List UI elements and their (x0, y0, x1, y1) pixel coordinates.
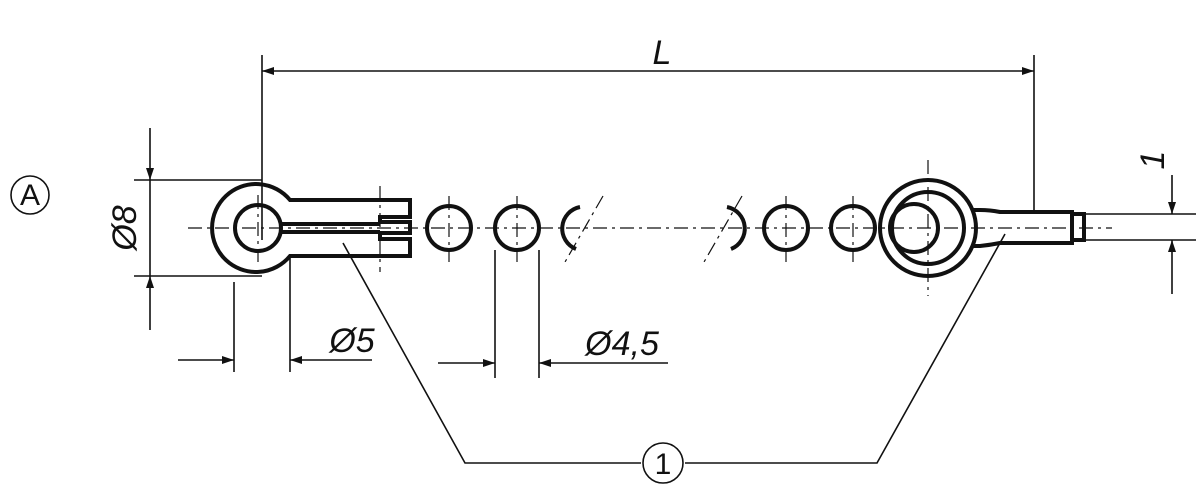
dimension-l-label: L (653, 34, 672, 72)
callout-1-label: 1 (655, 448, 672, 481)
view-label-text: A (20, 179, 40, 212)
right-eyelet (878, 160, 1086, 296)
left-eyelet (210, 182, 412, 274)
view-label-a: A (10, 175, 50, 215)
dimension-eye-diameter: Ø8 (106, 128, 262, 330)
ball-partial (726, 205, 747, 251)
dimension-offset: 1 (1084, 151, 1196, 294)
ball-partial (560, 205, 581, 251)
dimension-pin-diameter-label: Ø5 (328, 322, 374, 360)
ball-chain-left (425, 195, 604, 263)
dimension-ball-diameter-label: Ø4,5 (584, 325, 659, 363)
dimension-l: L (261, 34, 1035, 240)
dimension-offset-label: 1 (1134, 151, 1172, 170)
dimension-ball-diameter: Ø4,5 (438, 250, 668, 378)
ball-chain-right (703, 195, 877, 263)
dimension-eye-diameter-label: Ø8 (106, 205, 144, 251)
callout-1: 1 (342, 233, 1006, 484)
dimension-pin-diameter: Ø5 (178, 256, 375, 372)
